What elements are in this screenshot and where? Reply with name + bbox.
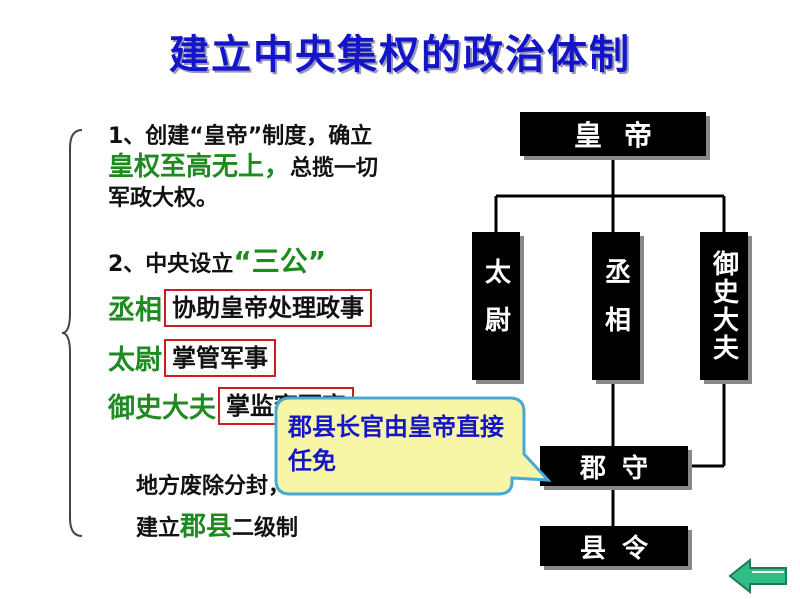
item1-text: 1、创建“皇帝”制度，确立 皇权至高无上，总揽一切 军政大权。 xyxy=(108,122,378,214)
node-taiwei: 太尉 xyxy=(472,232,520,380)
node-emperor: 皇帝 xyxy=(520,112,706,156)
node-yushi: 御史大夫 xyxy=(700,232,748,380)
local-line2-suffix: 二级制 xyxy=(232,516,299,541)
item1-line1: 1、创建“皇帝”制度，确立 xyxy=(108,124,373,149)
local-line2-prefix: 建立 xyxy=(136,516,181,541)
back-arrow-icon[interactable] xyxy=(728,558,790,594)
local-line2: 建立郡县二级制 xyxy=(136,506,298,543)
node-chengxiang: 丞相 xyxy=(592,232,640,380)
local-line2-highlight: 郡县 xyxy=(180,512,233,542)
item1-line3: 军政大权。 xyxy=(108,186,219,211)
node-junshou: 郡守 xyxy=(540,446,688,486)
page-title: 建立中央集权的政治体制 xyxy=(169,32,631,78)
official-name: 御史大夫 xyxy=(108,393,216,424)
item1-line2: 皇权至高无上，总揽一切 xyxy=(108,152,378,184)
official-duty-box: 协助皇帝处理政事 xyxy=(164,288,372,327)
item1-highlight: 皇权至高无上， xyxy=(108,152,291,182)
callout-text: 郡县长官由皇帝直接任免 xyxy=(288,413,504,475)
item2-text: 2、中央设立“三公” xyxy=(108,240,326,280)
official-name: 太尉 xyxy=(108,345,162,376)
official-row-chengxiang: 丞相 协助皇帝处理政事 xyxy=(108,288,372,327)
left-brace xyxy=(61,129,83,537)
official-name: 丞相 xyxy=(108,295,162,326)
item1-line2-rest: 总揽一切 xyxy=(290,156,379,181)
official-duty-box: 掌管军事 xyxy=(164,338,276,377)
node-xianling: 县令 xyxy=(540,526,688,566)
official-row-taiwei: 太尉 掌管军事 xyxy=(108,338,276,377)
item2-prefix: 2、中央设立 xyxy=(108,252,234,277)
item2-highlight: “三公” xyxy=(233,245,327,278)
